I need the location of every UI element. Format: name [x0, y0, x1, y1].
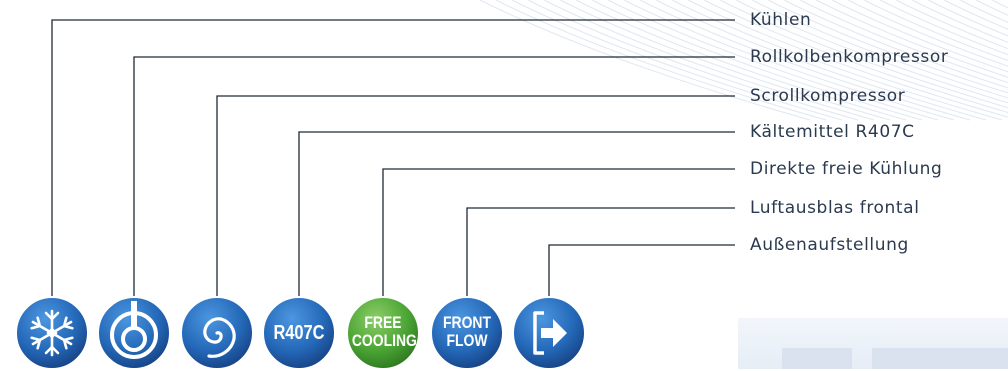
background-stripe	[591, 0, 923, 121]
scroll-spiral-icon	[179, 295, 255, 371]
background-letter-shape	[872, 348, 1008, 369]
outdoor-exit-icon	[511, 295, 587, 371]
background-stripe	[687, 0, 1008, 118]
label-rolling-piston: Rollkolbenkompressor	[750, 47, 949, 67]
label-scroll: Scrollkompressor	[750, 86, 906, 106]
front-flow-line1: FRONT	[442, 313, 491, 332]
background-stripe	[575, 0, 907, 121]
background-stripe	[735, 0, 1008, 104]
free-cooling-line1: FREE	[364, 313, 402, 332]
connector-line-scroll	[216, 95, 735, 300]
free-cooling-badge-icon: FREE COOLING	[345, 295, 421, 371]
background-stripe	[831, 0, 1008, 73]
background-stripe	[671, 0, 1003, 121]
background-letter-shape	[782, 348, 852, 369]
background-stripe	[767, 0, 1008, 94]
connector-line-rolling-piston	[133, 56, 735, 300]
connector-line-front-flow	[466, 207, 735, 300]
free-cooling-line2: COOLING	[351, 331, 417, 350]
background-stripe	[623, 0, 955, 121]
background-stripe	[815, 0, 1008, 78]
background-stripe	[511, 0, 843, 121]
connector-line-refrigerant	[298, 131, 735, 300]
background-stripe	[495, 0, 827, 121]
background-stripe	[927, 0, 1008, 37]
background-stripe	[751, 0, 1008, 99]
background-stripe	[703, 0, 1008, 113]
front-flow-badge-icon: FRONT FLOW	[429, 295, 505, 371]
refrigerant-badge-text: R407C	[273, 322, 325, 344]
background-stripe	[607, 0, 939, 121]
background-stripe	[959, 0, 1008, 23]
background-stripe	[719, 0, 1008, 109]
front-flow-line2: FLOW	[446, 331, 488, 350]
connector-line-cooling	[51, 19, 735, 300]
label-outdoor: Außenaufstellung	[750, 235, 909, 255]
label-refrigerant: Kältemittel R407C	[750, 122, 915, 142]
background-stripe	[543, 0, 875, 121]
background-stripe	[943, 0, 1008, 30]
background-stripe	[559, 0, 891, 121]
background-stripe	[479, 0, 811, 121]
background-stripe	[655, 0, 987, 121]
connector-line-free-cooling	[382, 168, 735, 300]
label-cooling: Kühlen	[750, 10, 812, 30]
background-stripe	[783, 0, 1008, 89]
refrigerant-badge-icon: R407C	[261, 295, 337, 371]
background-stripe	[847, 0, 1008, 67]
snowflake-icon	[14, 295, 90, 371]
background-stripe	[879, 0, 1008, 56]
connector-line-outdoor	[548, 244, 735, 300]
background-stripe	[911, 0, 1008, 43]
background-stripe	[799, 0, 1008, 84]
background-stripe	[639, 0, 971, 121]
label-free-cooling: Direkte freie Kühlung	[750, 159, 943, 179]
background-stripe	[895, 0, 1008, 50]
rolling-piston-icon	[96, 295, 172, 371]
background-stripe	[527, 0, 859, 121]
label-front-flow: Luftausblas frontal	[750, 198, 920, 218]
background-stripe	[863, 0, 1008, 62]
